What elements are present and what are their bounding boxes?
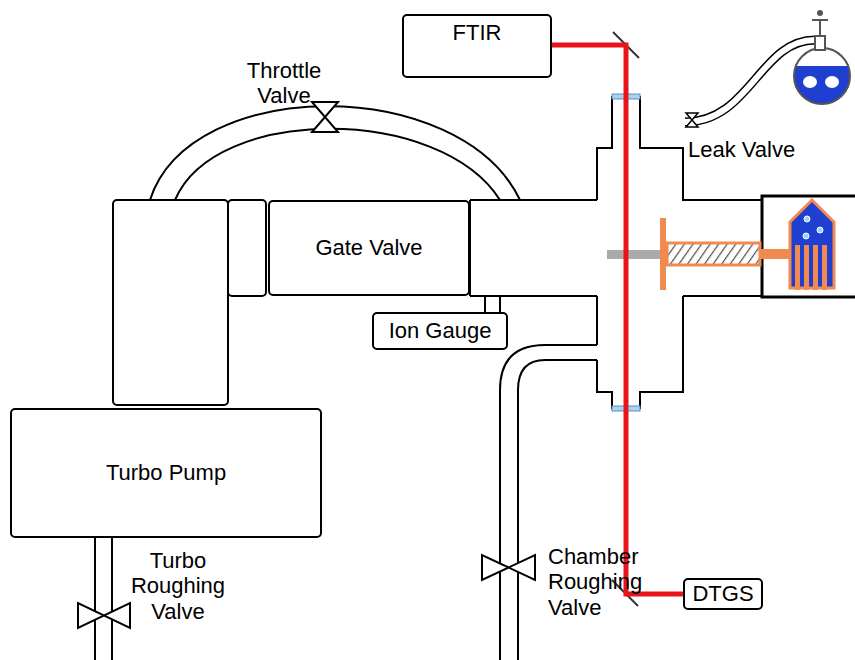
flask — [815, 36, 825, 50]
node-label: Ion Gauge — [389, 318, 492, 343]
valve-symbol — [78, 603, 130, 628]
valve-label: Chamber Roughing Valve — [548, 544, 652, 620]
flask — [812, 20, 828, 36]
sample-stage — [667, 243, 760, 265]
sample-stage — [804, 216, 810, 222]
sample-stage — [813, 245, 818, 290]
sample-stage — [760, 249, 790, 259]
pipe-wall — [470, 200, 597, 296]
node-label: Gate Valve — [315, 235, 422, 260]
valve-box: Gate Valve — [268, 200, 470, 296]
instrument-box: FTIR — [402, 14, 552, 78]
flask — [825, 76, 839, 88]
valve-label: Leak Valve — [688, 137, 818, 162]
valve-symbol — [78, 102, 535, 628]
ir-beam — [552, 45, 683, 594]
gauge-box: Ion Gauge — [372, 312, 508, 350]
flask — [794, 10, 850, 104]
pipe-wall — [95, 106, 597, 660]
sample-stage — [607, 250, 667, 259]
sample-stage — [660, 218, 666, 290]
valve-label: Throttle Valve — [232, 58, 336, 109]
flask — [794, 66, 850, 104]
pipe-wall — [485, 296, 500, 312]
detector-box: DTGS — [683, 578, 763, 610]
valve-symbol — [312, 102, 338, 132]
node-label: Turbo Pump — [106, 460, 226, 485]
sample-stage — [762, 196, 855, 297]
pipe-wall — [95, 538, 112, 660]
pipe-wall — [113, 200, 228, 405]
sample-stage — [804, 245, 809, 290]
sample-stage — [607, 196, 855, 297]
pipe-wall — [150, 106, 520, 200]
flask — [817, 10, 823, 16]
valve-symbol — [482, 555, 535, 580]
sample-stage — [795, 245, 800, 290]
valve-label: Turbo Roughing Valve — [126, 548, 230, 624]
sample-stage — [803, 233, 809, 239]
pipe-wall — [228, 200, 266, 296]
flask — [803, 76, 817, 88]
sample-stage — [817, 227, 823, 233]
pump-box: Turbo Pump — [10, 408, 322, 538]
leak-line — [686, 113, 698, 127]
pipe-wall — [175, 129, 500, 200]
flask — [794, 48, 850, 104]
node-label: FTIR — [453, 20, 502, 45]
node-label: DTGS — [692, 581, 753, 606]
sample-stage — [822, 245, 827, 290]
